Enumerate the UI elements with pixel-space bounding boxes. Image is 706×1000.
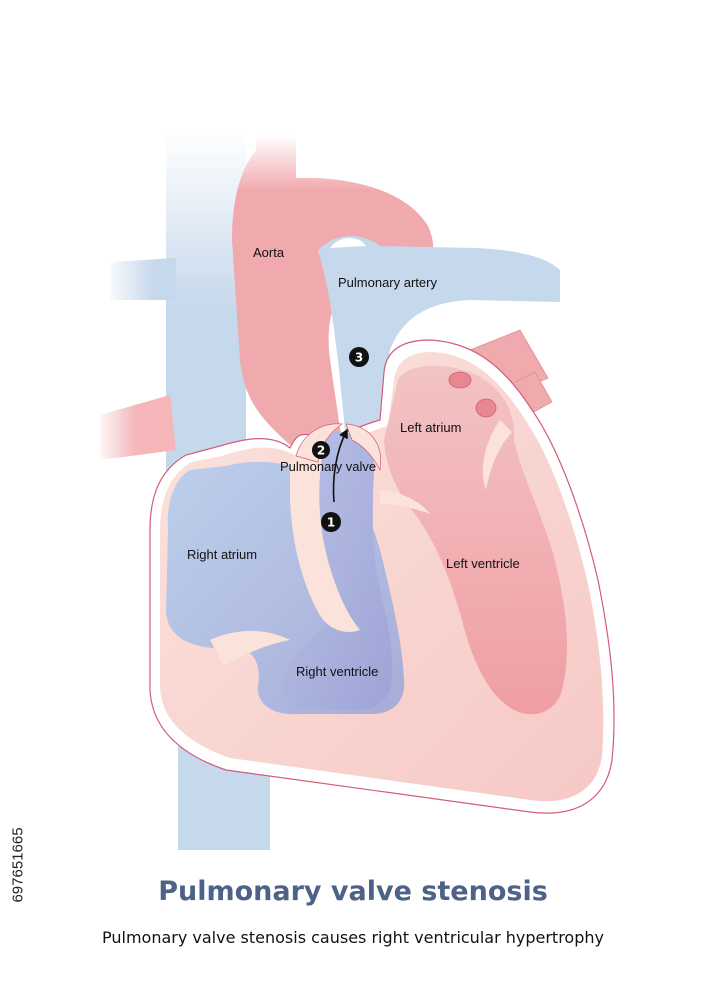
marker-2: 2 (312, 441, 330, 459)
pulmonary-artery-trunk (318, 235, 560, 440)
svg-text:2: 2 (317, 444, 325, 458)
hypertrophied-septum (290, 446, 360, 632)
diagram-subtitle: Pulmonary valve stenosis causes right ve… (102, 928, 604, 947)
mitral-leaflet (482, 420, 512, 490)
svg-text:1: 1 (327, 516, 335, 530)
label-aorta: Aorta (253, 245, 285, 260)
aortic-arch-gap (330, 237, 366, 248)
marker-3: 3 (349, 347, 369, 367)
label-pulmonary-valve: Pulmonary valve (280, 459, 376, 474)
pulmonary-vein-ostium-2 (475, 398, 497, 418)
svg-text:3: 3 (355, 351, 363, 365)
label-left-ventricle: Left ventricle (446, 556, 520, 571)
label-pulmonary-artery: Pulmonary artery (338, 275, 437, 290)
label-right-ventricle: Right ventricle (296, 664, 378, 679)
diagram-title: Pulmonary valve stenosis (158, 876, 548, 907)
left-chamber (384, 365, 567, 715)
tricuspid-leaflet (210, 631, 290, 666)
label-right-atrium: Right atrium (187, 547, 257, 562)
pulmonary-valve-leaflet-right (345, 423, 382, 472)
flow-arrow (332, 428, 348, 503)
pulmonary-vein-ostium-1 (448, 371, 472, 389)
septal-flap (380, 490, 430, 514)
marker-1: 1 (321, 512, 341, 532)
label-left-atrium: Left atrium (400, 420, 461, 435)
